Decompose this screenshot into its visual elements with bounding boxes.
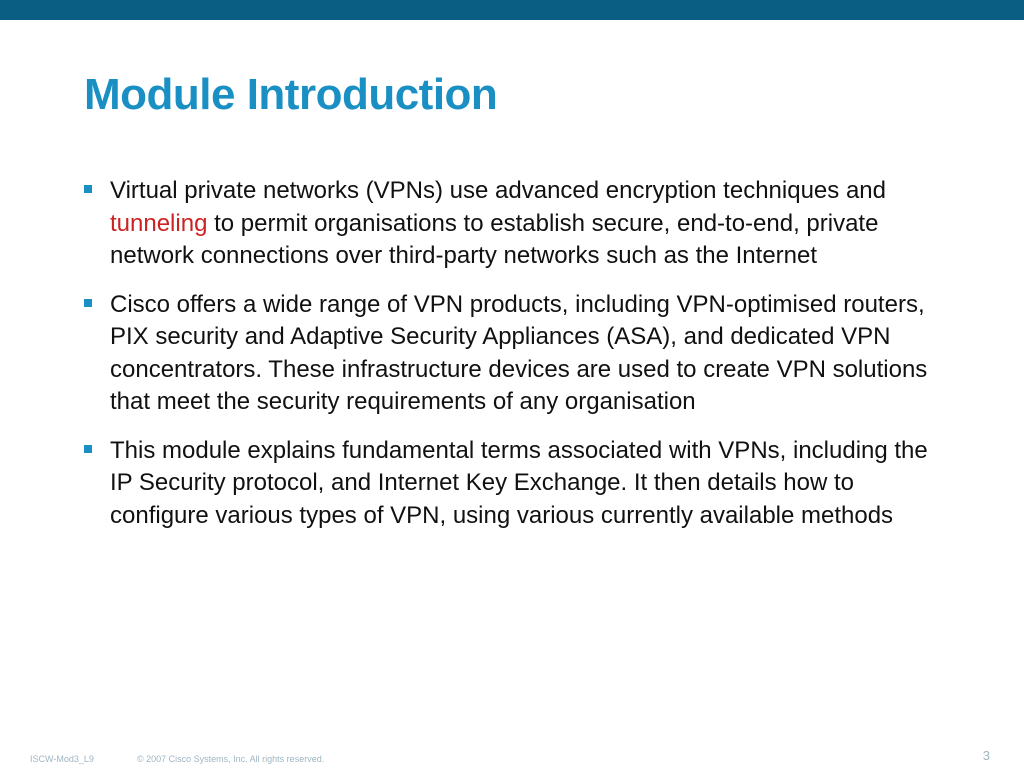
bullet-item-vpn-definition: Virtual private networks (VPNs) use adva… [84, 175, 944, 273]
highlighted-term-tunneling: tunneling [110, 209, 208, 237]
bullet-list: Virtual private networks (VPNs) use adva… [84, 175, 944, 548]
square-bullet-icon [84, 444, 92, 453]
footer-course-code: ISCW-Mod3_L9 [30, 754, 94, 764]
footer-copyright: © 2007 Cisco Systems, Inc. All rights re… [137, 754, 325, 764]
bullet-item-module-overview: This module explains fundamental terms a… [84, 435, 944, 533]
footer-page-number: 3 [982, 748, 990, 763]
square-bullet-icon [84, 298, 92, 307]
top-banner-bar [0, 0, 1024, 20]
bullet-text: This module explains fundamental terms a… [110, 436, 928, 529]
bullet-text: Cisco offers a wide range of VPN product… [110, 290, 928, 416]
bullet-text-continued: to permit organisations to establish sec… [110, 209, 879, 270]
square-bullet-icon [84, 185, 92, 193]
bullet-item-cisco-products: Cisco offers a wide range of VPN product… [84, 289, 944, 419]
slide-title: Module Introduction [84, 70, 498, 119]
bullet-text: Virtual private networks (VPNs) use adva… [110, 177, 886, 204]
